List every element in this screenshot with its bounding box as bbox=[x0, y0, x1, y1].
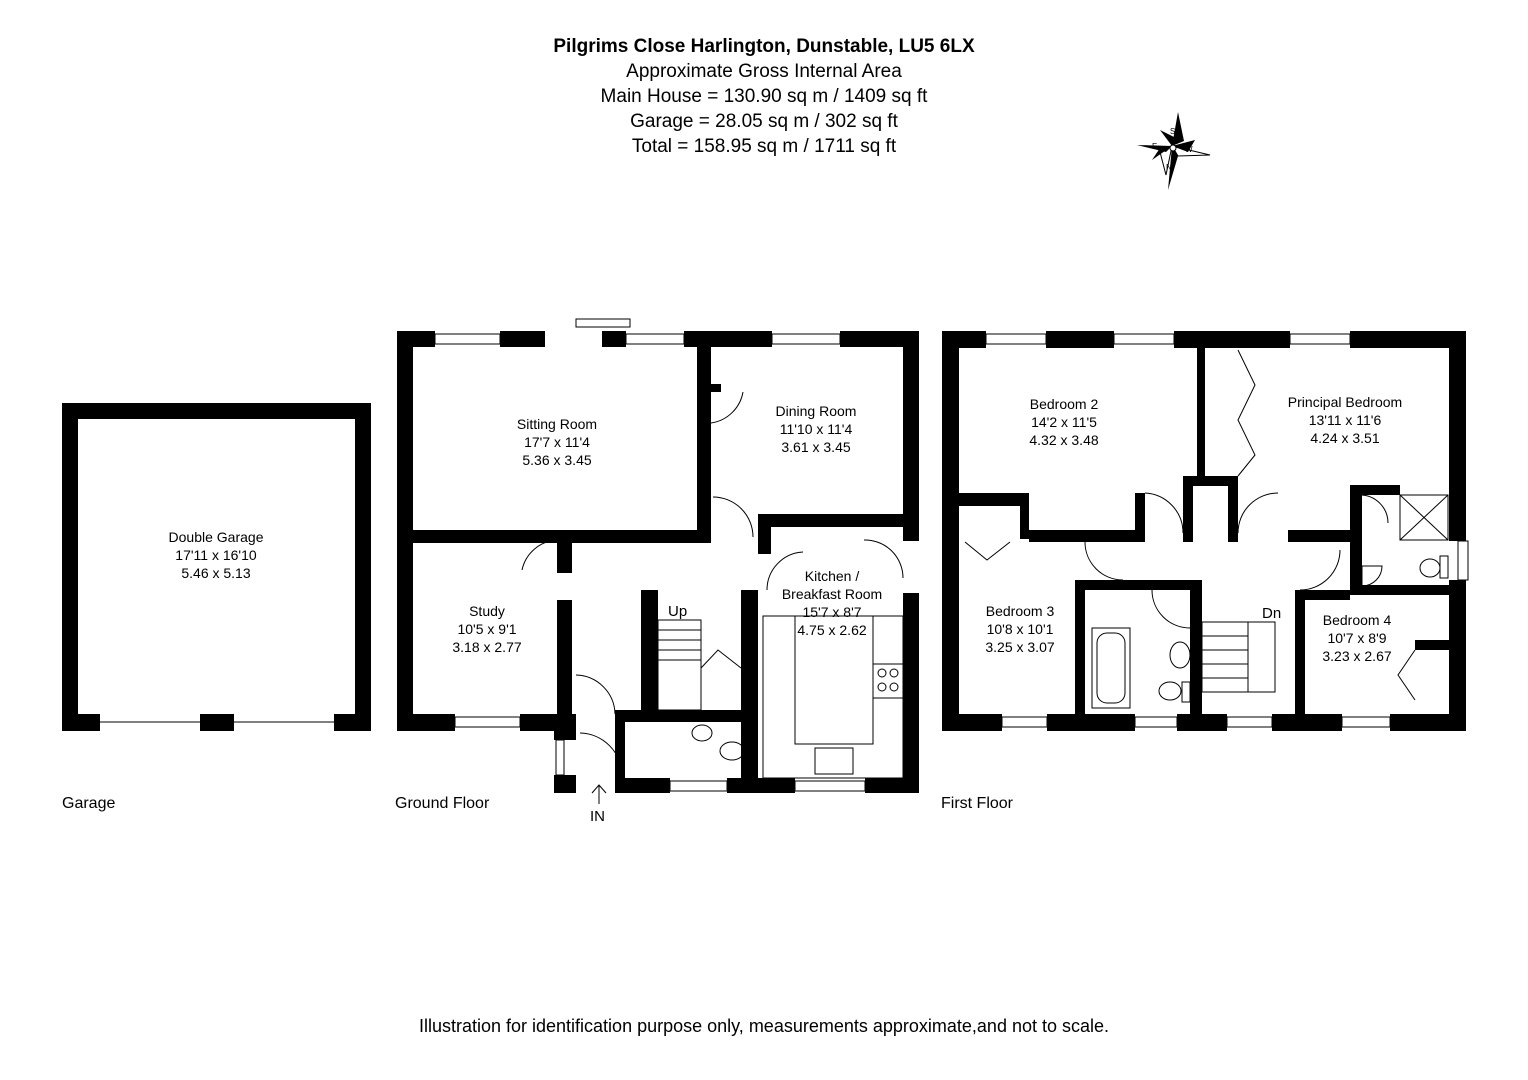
room-metric: 5.46 x 5.13 bbox=[181, 565, 251, 581]
room-metric: 3.61 x 3.45 bbox=[781, 439, 851, 455]
compass-rose bbox=[1137, 112, 1211, 190]
garage-area: Garage = 28.05 sq m / 302 sq ft bbox=[630, 111, 898, 132]
room-metric: 5.36 x 3.45 bbox=[522, 452, 592, 468]
room-name: Study bbox=[469, 603, 505, 619]
room-name: Bedroom 3 bbox=[985, 603, 1055, 619]
room-bedroom-3: Bedroom 3 10'8 x 10'1 3.25 x 3.07 bbox=[985, 602, 1054, 656]
room-sitting-room: Sitting Room 17'7 x 11'4 5.36 x 3.45 bbox=[517, 415, 597, 469]
room-name: Kitchen / bbox=[804, 568, 860, 584]
ground-floor-label: Ground Floor bbox=[395, 795, 490, 812]
room-double-garage: Double Garage 17'11 x 16'10 5.46 x 5.13 bbox=[169, 528, 264, 582]
room-name: Dining Room bbox=[775, 403, 857, 419]
room-metric: 4.75 x 2.62 bbox=[797, 622, 867, 638]
room-imperial: 17'7 x 11'4 bbox=[524, 434, 590, 450]
room-metric: 3.23 x 2.67 bbox=[1322, 648, 1392, 664]
room-name-2: Breakfast Room bbox=[781, 586, 883, 602]
room-study: Study 10'5 x 9'1 3.18 x 2.77 bbox=[452, 602, 521, 656]
room-kitchen: Kitchen / Breakfast Room 15'7 x 8'7 4.75… bbox=[782, 567, 882, 639]
room-bedroom-2: Bedroom 2 14'2 x 11'5 4.32 x 3.48 bbox=[1029, 395, 1098, 449]
room-principal-bedroom: Principal Bedroom 13'11 x 11'6 4.24 x 3.… bbox=[1288, 393, 1402, 447]
room-metric: 4.32 x 3.48 bbox=[1029, 432, 1099, 448]
room-imperial: 15'7 x 8'7 bbox=[802, 604, 862, 620]
room-metric: 4.24 x 3.51 bbox=[1310, 430, 1380, 446]
room-imperial: 10'5 x 9'1 bbox=[457, 621, 517, 637]
room-imperial: 11'10 x 11'4 bbox=[779, 421, 853, 437]
compass-w: W bbox=[1185, 145, 1193, 154]
plan-title: Pilgrims Close Harlington, Dunstable, LU… bbox=[553, 36, 975, 57]
room-name: Sitting Room bbox=[516, 416, 598, 432]
room-imperial: 17'11 x 16'10 bbox=[175, 547, 257, 563]
total-area: Total = 158.95 sq m / 1711 sq ft bbox=[631, 136, 897, 157]
garage-floor-label: Garage bbox=[62, 795, 116, 812]
stairs-down-label: Dn bbox=[1262, 605, 1282, 622]
room-imperial: 10'7 x 8'9 bbox=[1327, 630, 1387, 646]
room-name: Bedroom 2 bbox=[1029, 396, 1099, 412]
compass-n: N bbox=[1166, 163, 1172, 172]
room-dining-room: Dining Room 11'10 x 11'4 3.61 x 3.45 bbox=[776, 402, 857, 456]
room-imperial: 14'2 x 11'5 bbox=[1031, 414, 1097, 430]
room-name: Double Garage bbox=[168, 529, 264, 545]
room-imperial: 13'11 x 11'6 bbox=[1308, 412, 1382, 428]
first-floor-label: First Floor bbox=[941, 795, 1013, 812]
room-bedroom-4: Bedroom 4 10'7 x 8'9 3.23 x 2.67 bbox=[1322, 611, 1391, 665]
ground-floor-plan bbox=[397, 318, 919, 804]
first-floor-plan bbox=[942, 331, 1469, 731]
stairs-up-label: Up bbox=[668, 603, 688, 620]
garage-plan bbox=[62, 403, 371, 731]
compass-s: S bbox=[1170, 127, 1176, 136]
room-name: Principal Bedroom bbox=[1287, 394, 1403, 410]
room-metric: 3.18 x 2.77 bbox=[452, 639, 522, 655]
main-house-area: Main House = 130.90 sq m / 1409 sq ft bbox=[600, 86, 928, 107]
area-subtitle: Approximate Gross Internal Area bbox=[626, 61, 902, 82]
entrance-label: IN bbox=[590, 808, 605, 825]
room-name: Bedroom 4 bbox=[1322, 612, 1392, 628]
compass-e: E bbox=[1152, 142, 1158, 151]
room-imperial: 10'8 x 10'1 bbox=[986, 621, 1054, 637]
room-metric: 3.25 x 3.07 bbox=[985, 639, 1055, 655]
disclaimer: Illustration for identification purpose … bbox=[418, 1016, 1110, 1036]
